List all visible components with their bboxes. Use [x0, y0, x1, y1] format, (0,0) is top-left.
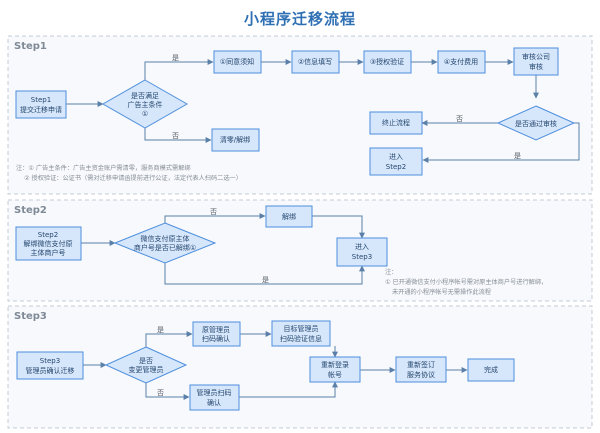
node-step2-line3: 主体商户号 [31, 248, 66, 257]
edge-label-pass-yes: 是 [514, 152, 521, 160]
node-step1-submit-line1: Step1 [31, 96, 51, 104]
node-step1-submit-line2: 提交迁移申请 [20, 105, 62, 114]
node-enter-step2-line2: Step2 [386, 163, 406, 171]
section-title-step3: Step3 [14, 311, 47, 322]
decision-advertiser-condition-line2: 广告主条件 [128, 100, 163, 109]
node-relogin-line1: 重新登录 [321, 360, 349, 369]
node-fill-info [291, 50, 340, 74]
node-enter-step3 [336, 237, 388, 267]
decision-merchant-unbound-line1: 微信支付原主体 [141, 234, 190, 243]
edge-s3-condition-yes [145, 331, 193, 347]
node-company-review [513, 47, 559, 76]
node-unbind [265, 205, 313, 228]
section-title-step2: Step2 [14, 205, 47, 216]
edge-label-s3-no: 否 [157, 389, 164, 397]
node-step2-unbind-merchant [15, 226, 82, 261]
node-admin-scan-line2: 确认 [207, 398, 221, 407]
edge-unbind-to-step3 [312, 215, 365, 239]
edge-label-condition-yes: 是 [172, 54, 179, 62]
decision-change-admin-line2: 变更管理员 [129, 365, 164, 374]
node-admin-scan-confirm [189, 384, 240, 411]
node-step3-line2: 管理员确认迁移 [26, 366, 75, 375]
edge-label-s2-yes: 是 [262, 276, 269, 284]
decision-review-pass-label: 是否通过审核 [515, 119, 557, 128]
node-clear-unbind-label: 清零/解绑 [220, 135, 250, 144]
node-resign-agreement [395, 356, 447, 383]
node-clear-unbind [211, 128, 260, 152]
note-step2-line3: 未开通的小程序帐号无需操作此流程 [392, 288, 491, 296]
note-step2-line2: ① 已开通微信支付小程序帐号需对原主体商户号进行解绑， [385, 278, 547, 286]
node-target-admin-line1: 目标管理员 [284, 324, 319, 333]
edge-admin-to-relogin [239, 381, 338, 398]
decision-merchant-unbound-line2: 商户号是否已解绑① [134, 243, 196, 252]
node-terminate [369, 111, 423, 135]
node-complete [467, 358, 515, 382]
node-agree-notice-label: ①同意须知 [220, 57, 254, 66]
node-auth-verify-label: ③授权验证 [370, 57, 404, 66]
node-enter-step2-line1: 进入 [389, 153, 403, 161]
decision-change-admin-line1: 是否 [139, 357, 153, 365]
decision-advertiser-condition [101, 79, 189, 129]
node-complete-label: 完成 [484, 365, 498, 374]
diagram-title: 小程序迁移流程 [243, 10, 356, 28]
note-step1-line1: 注：① 广告主条件：广告主资金账户需清零，服务商模式需解绑 [16, 164, 191, 172]
node-company-review-line2: 审核 [529, 62, 543, 71]
node-target-admin-scan [271, 320, 331, 347]
node-target-admin-line2: 扫码验证信息 [280, 334, 322, 343]
edge-label-pass-no: 否 [456, 115, 463, 123]
node-enter-step3-line2: Step3 [352, 253, 372, 261]
node-original-admin-line1: 原管理员 [202, 325, 230, 334]
node-admin-scan-line1: 管理员扫码 [197, 388, 232, 397]
edge-pass-yes [422, 122, 580, 163]
node-relogin [309, 356, 361, 383]
node-resign-line1: 重新签订 [407, 360, 435, 369]
decision-merchant-unbound [113, 222, 217, 264]
edge-s3-condition-no [145, 383, 190, 400]
node-original-admin-scan [192, 321, 241, 347]
node-fill-info-label: ②信息填写 [298, 57, 332, 66]
edge-s2-condition-no [164, 213, 266, 223]
node-step1-submit [15, 90, 67, 119]
note-step1-line2: ② 授权验证：公证书（需对迁移申请函提前进行公证，法定代表人扫码二选一） [24, 174, 242, 182]
decision-advertiser-condition-line3: ① [142, 110, 148, 118]
node-step3-confirm [16, 351, 84, 380]
node-pay-fee-label: ④支付费用 [444, 57, 478, 66]
edge-condition-no [144, 128, 212, 143]
edge-s2-condition-yes [164, 263, 365, 285]
node-step2-line1: Step2 [38, 231, 58, 239]
node-agree-notice [213, 50, 262, 74]
edge-label-s3-yes: 是 [157, 326, 164, 334]
decision-change-admin [104, 346, 188, 384]
decision-advertiser-condition-line1: 是否满足 [131, 91, 159, 100]
section-title-step1: Step1 [14, 41, 47, 52]
edge-label-s2-no: 否 [210, 208, 217, 216]
node-relogin-line2: 帐号 [328, 370, 342, 379]
node-step2-line2: 解绑微信支付原 [24, 239, 73, 248]
decision-review-pass [496, 105, 576, 141]
node-company-review-line1: 审核公司 [522, 52, 550, 61]
node-unbind-label: 解绑 [282, 212, 296, 221]
node-enter-step2 [369, 147, 423, 176]
note-step2-line1: 注： [385, 268, 397, 276]
node-original-admin-line2: 扫码确认 [202, 334, 230, 343]
node-enter-step3-line1: 进入 [355, 243, 369, 251]
node-auth-verify [363, 50, 412, 74]
node-resign-line2: 服务协议 [407, 370, 435, 379]
node-step3-line1: Step3 [40, 357, 60, 365]
node-pay-fee [437, 50, 486, 74]
edge-label-condition-no: 否 [172, 132, 179, 140]
node-terminate-label: 终止流程 [382, 118, 410, 127]
edge-condition-yes [144, 59, 214, 80]
